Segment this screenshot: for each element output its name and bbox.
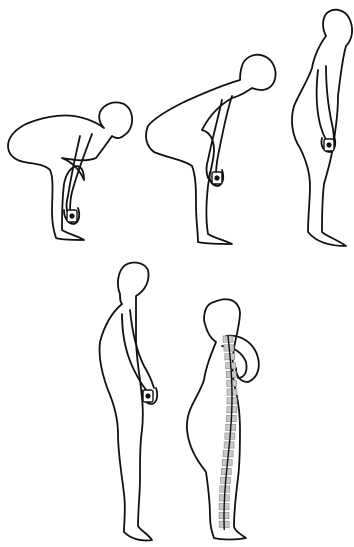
figure-4-weight <box>143 390 153 402</box>
figure-3-weight <box>324 139 334 151</box>
figure-5-body-outline <box>187 299 246 539</box>
figure-3-arm <box>317 66 334 144</box>
figure-3-body-outline <box>292 10 352 246</box>
spine-column <box>219 336 237 530</box>
figure-pose-4-upright-standing <box>99 263 157 541</box>
figure-pose-5-spine-overlay <box>187 299 259 539</box>
figure-pose-1-deep-hinge <box>8 102 132 240</box>
figure-pose-2-mid-hinge <box>146 55 276 244</box>
figure-1-arm <box>67 134 93 214</box>
figure-2-weight <box>212 172 222 184</box>
figure-pose-3-near-standing <box>292 10 352 246</box>
figure-4-arm <box>122 310 154 392</box>
figure-1-weight <box>67 210 77 222</box>
